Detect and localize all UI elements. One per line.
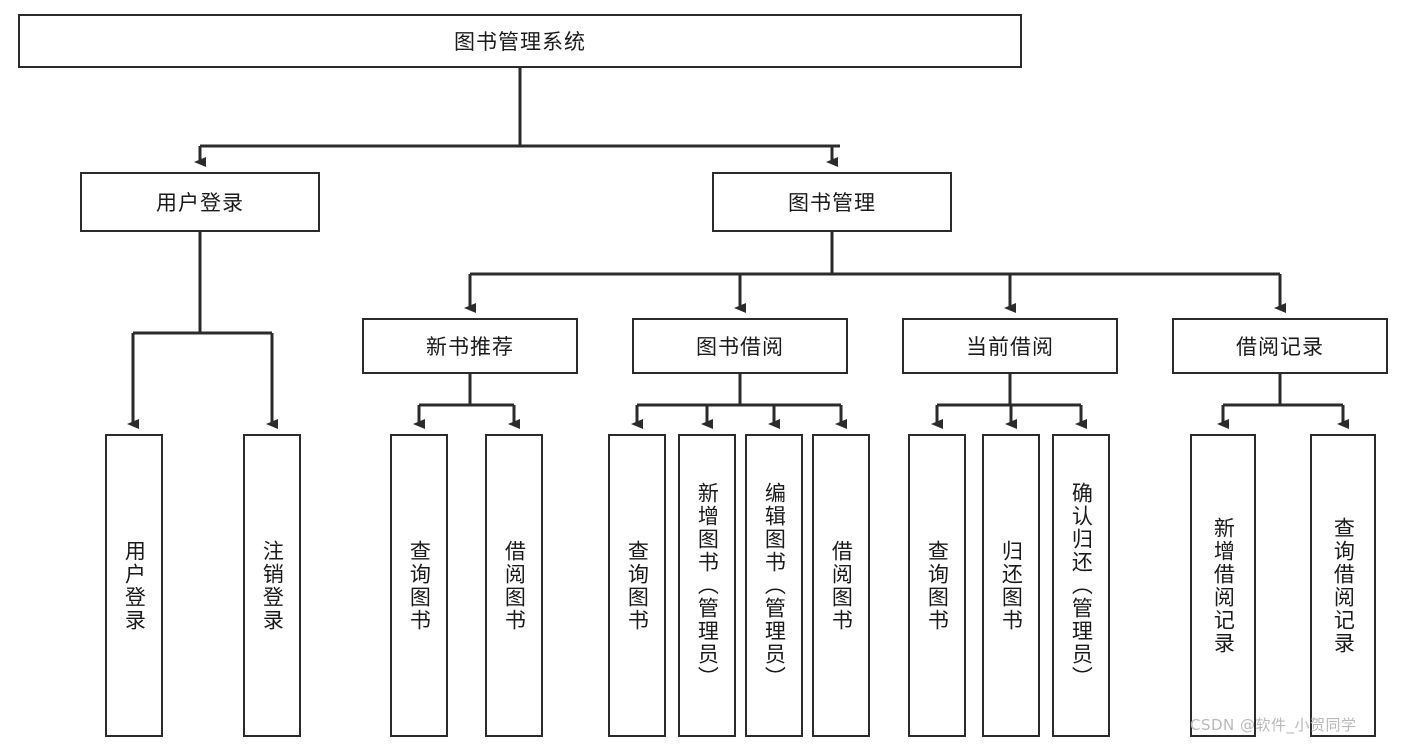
leaf-query-borrow-record-label: 查询借阅记录 — [1331, 516, 1356, 655]
leaf-edit-book-admin-label: 编辑图书（管理员） — [762, 482, 787, 689]
node-root[interactable]: 图书管理系统 — [18, 14, 1022, 68]
leaf-borrow-books-label: 借阅图书 — [829, 539, 854, 632]
leaf-borrow-books-rec-label: 借阅图书 — [502, 539, 527, 632]
leaf-query-borrow-record[interactable]: 查询借阅记录 — [1310, 434, 1376, 737]
leaf-query-books-rec-label: 查询图书 — [407, 539, 432, 632]
node-user-login[interactable]: 用户登录 — [80, 172, 320, 232]
leaf-add-book-admin-label: 新增图书（管理员） — [695, 482, 720, 689]
leaf-add-borrow-record-label: 新增借阅记录 — [1211, 516, 1236, 655]
leaf-user-logout[interactable]: 注销登录 — [243, 434, 301, 737]
leaf-query-books-borrow[interactable]: 查询图书 — [608, 434, 666, 737]
node-book-borrow[interactable]: 图书借阅 — [632, 318, 848, 374]
node-new-book-recommend[interactable]: 新书推荐 — [362, 318, 578, 374]
leaf-add-book-admin[interactable]: 新增图书（管理员） — [678, 434, 736, 737]
leaf-query-books-rec[interactable]: 查询图书 — [390, 434, 448, 737]
node-new-book-recommend-label: 新书推荐 — [426, 335, 514, 359]
node-current-borrow[interactable]: 当前借阅 — [902, 318, 1118, 374]
node-current-borrow-label: 当前借阅 — [966, 335, 1054, 359]
csdn-watermark: CSDN @软件_小贺同学 — [1190, 716, 1357, 734]
node-root-label: 图书管理系统 — [454, 30, 586, 54]
node-user-login-label: 用户登录 — [156, 191, 244, 215]
node-book-management-label: 图书管理 — [788, 191, 876, 215]
leaf-return-books[interactable]: 归还图书 — [982, 434, 1040, 737]
leaf-add-borrow-record[interactable]: 新增借阅记录 — [1190, 434, 1256, 737]
leaf-confirm-return-admin[interactable]: 确认归还（管理员） — [1052, 434, 1110, 737]
leaf-query-books-current-label: 查询图书 — [925, 539, 950, 632]
leaf-return-books-label: 归还图书 — [999, 539, 1024, 632]
leaf-query-books-current[interactable]: 查询图书 — [908, 434, 966, 737]
leaf-borrow-books[interactable]: 借阅图书 — [812, 434, 870, 737]
node-book-management[interactable]: 图书管理 — [712, 172, 952, 232]
leaf-user-logout-label: 注销登录 — [260, 539, 285, 632]
leaf-borrow-books-rec[interactable]: 借阅图书 — [485, 434, 543, 737]
leaf-query-books-borrow-label: 查询图书 — [625, 539, 650, 632]
node-borrow-record-label: 借阅记录 — [1236, 335, 1324, 359]
node-borrow-record[interactable]: 借阅记录 — [1172, 318, 1388, 374]
leaf-confirm-return-admin-label: 确认归还（管理员） — [1069, 482, 1094, 689]
leaf-user-login[interactable]: 用户登录 — [105, 434, 163, 737]
leaf-user-login-label: 用户登录 — [122, 539, 147, 632]
leaf-edit-book-admin[interactable]: 编辑图书（管理员） — [745, 434, 803, 737]
node-book-borrow-label: 图书借阅 — [696, 335, 784, 359]
